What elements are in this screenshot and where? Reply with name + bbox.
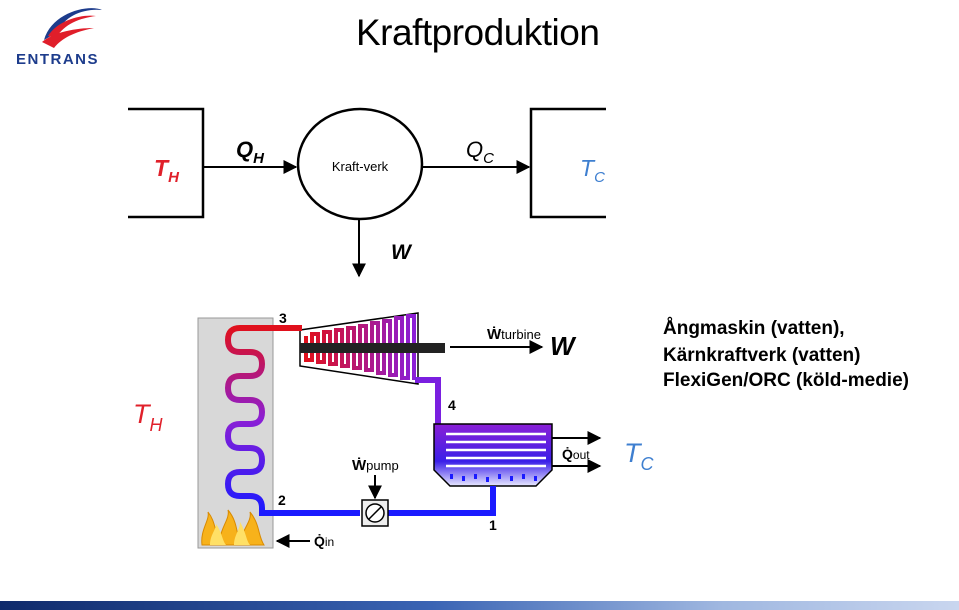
top-schematic: TH TC Kraft-verk QH QC W — [128, 107, 606, 278]
hot-reservoir-label: TH — [154, 155, 180, 186]
rankine-cycle: Ẇturbine W Q̇out — [133, 310, 655, 549]
heat-out-label-cycle: Q̇out — [562, 446, 590, 462]
cold-reservoir-box — [529, 107, 606, 219]
cold-reservoir-label: TC — [580, 155, 605, 186]
application-item: Kärnkraftverk (vatten) — [663, 345, 860, 366]
cycle-cold-label: TC — [624, 438, 655, 474]
cycle-hot-label: TH — [133, 399, 164, 435]
state-point-3: 3 — [279, 310, 287, 326]
condenser — [433, 423, 602, 487]
state-point-1: 1 — [489, 517, 497, 533]
engine-circle — [296, 107, 424, 221]
turbine-shaft — [300, 343, 445, 353]
state-point-2: 2 — [278, 492, 286, 508]
turbine-work-label: Ẇturbine — [487, 326, 541, 343]
heat-out-label: QC — [466, 137, 494, 167]
flame-icon — [201, 509, 265, 546]
turbine — [299, 312, 445, 385]
entrans-logo: ENTRANS — [16, 8, 102, 68]
application-item: FlexiGen/ORC (köld-medie) — [663, 370, 909, 391]
hot-reservoir-box — [128, 107, 205, 219]
heat-in-label-cycle: Q̇in — [314, 533, 334, 549]
logo-text: ENTRANS — [16, 51, 99, 68]
applications-list: Ångmaskin (vatten), Kärnkraftverk (vatte… — [663, 318, 909, 391]
pump-work-label: Ẇpump — [352, 457, 399, 474]
boiler-coil — [224, 325, 360, 516]
return-pipe — [388, 486, 496, 516]
work-label: W — [391, 241, 413, 264]
application-item: Ångmaskin (vatten), — [663, 318, 845, 339]
footer-bar — [0, 601, 959, 610]
heat-in-label: QH — [236, 137, 265, 167]
state-point-4: 4 — [448, 397, 456, 413]
engine-label: Kraft-verk — [332, 159, 389, 174]
page-title: Kraftproduktion — [356, 12, 600, 53]
exhaust-pipe — [415, 377, 441, 426]
pump-icon — [361, 499, 389, 527]
cycle-work-label: W — [550, 331, 577, 361]
